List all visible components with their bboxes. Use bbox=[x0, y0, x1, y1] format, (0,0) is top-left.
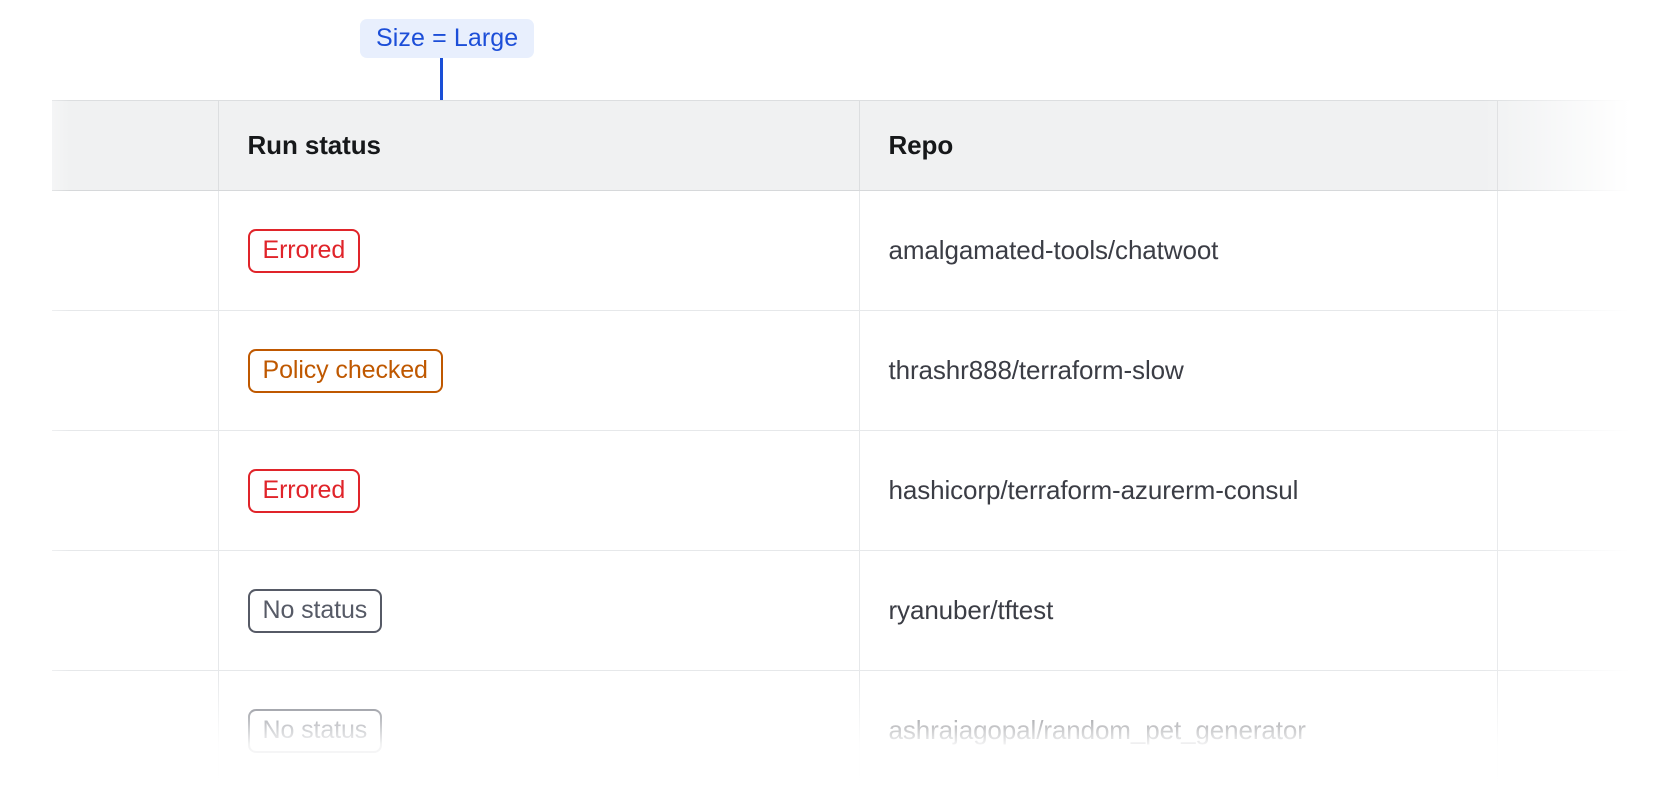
table-row[interactable]: Policy checked thrashr888/terraform-slow bbox=[52, 310, 1672, 431]
table-row[interactable]: No status ashrajagopal/random_pet_genera… bbox=[52, 670, 1672, 788]
table-row[interactable]: Errored hashicorp/terraform-azurerm-cons… bbox=[52, 430, 1672, 551]
row-spacer-cell bbox=[52, 670, 219, 788]
column-header-tail bbox=[1497, 100, 1672, 191]
run-status-cell: Errored bbox=[218, 430, 860, 551]
row-tail-cell bbox=[1497, 430, 1672, 551]
column-header-spacer bbox=[52, 100, 219, 191]
row-tail-cell bbox=[1497, 190, 1672, 311]
table-body: Errored amalgamated-tools/chatwoot Polic… bbox=[52, 190, 1672, 788]
column-header-run-status[interactable]: Run status bbox=[218, 100, 860, 191]
size-annotation-badge: Size = Large bbox=[360, 19, 535, 58]
column-header-repo[interactable]: Repo bbox=[859, 100, 1498, 191]
status-badge[interactable]: Errored bbox=[247, 228, 361, 273]
table-row[interactable]: No status ryanuber/tftest bbox=[52, 550, 1672, 671]
row-spacer-cell bbox=[52, 190, 219, 311]
row-tail-cell bbox=[1497, 670, 1672, 788]
status-badge[interactable]: No status bbox=[247, 708, 383, 753]
status-badge[interactable]: No status bbox=[247, 588, 383, 633]
row-tail-cell bbox=[1497, 310, 1672, 431]
table-row[interactable]: Errored amalgamated-tools/chatwoot bbox=[52, 190, 1672, 311]
table-header: Run status Repo bbox=[52, 100, 1672, 191]
repo-cell[interactable]: ashrajagopal/random_pet_generator bbox=[859, 670, 1498, 788]
repo-cell[interactable]: ryanuber/tftest bbox=[859, 550, 1498, 671]
repo-cell[interactable]: amalgamated-tools/chatwoot bbox=[859, 190, 1498, 311]
row-spacer-cell bbox=[52, 550, 219, 671]
row-spacer-cell bbox=[52, 430, 219, 551]
size-annotation-label: Size = Large bbox=[376, 24, 519, 52]
repo-cell[interactable]: thrashr888/terraform-slow bbox=[859, 310, 1498, 431]
run-status-cell: No status bbox=[218, 670, 860, 788]
table-scroll-region[interactable]: Run status Repo Errored amalgamated-tool… bbox=[0, 100, 1672, 788]
table-header-row: Run status Repo bbox=[52, 100, 1672, 191]
run-status-cell: Errored bbox=[218, 190, 860, 311]
run-status-cell: Policy checked bbox=[218, 310, 860, 431]
run-status-cell: No status bbox=[218, 550, 860, 671]
row-spacer-cell bbox=[52, 310, 219, 431]
status-badge[interactable]: Policy checked bbox=[247, 348, 443, 393]
repo-cell[interactable]: hashicorp/terraform-azurerm-consul bbox=[859, 430, 1498, 551]
row-tail-cell bbox=[1497, 550, 1672, 671]
runs-table: Run status Repo Errored amalgamated-tool… bbox=[52, 100, 1672, 788]
status-badge[interactable]: Errored bbox=[247, 468, 361, 513]
